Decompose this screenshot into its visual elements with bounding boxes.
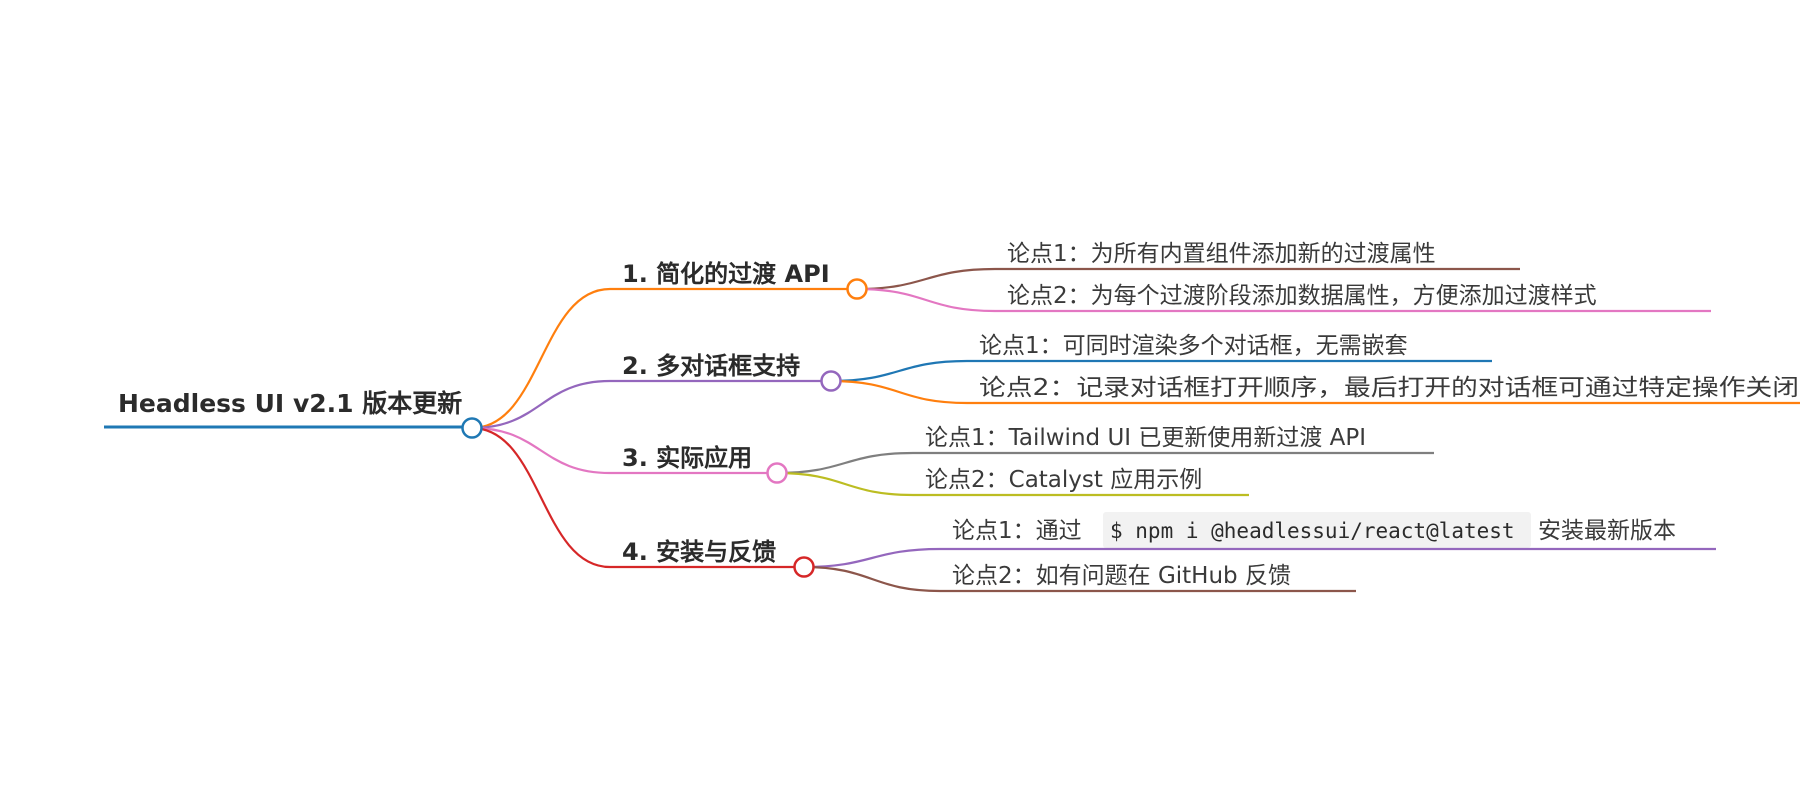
leaf-node[interactable]: 论点1：为所有内置组件添加新的过渡属性 [995, 241, 1520, 271]
branch-node-4[interactable]: 4. 安装与反馈 [610, 538, 804, 569]
branch-4-leaf-2-connector [803, 565, 941, 593]
inline-code-command: $ npm i @headlessui/react@latest [1110, 519, 1515, 543]
branch-4-leaf-2-text: 论点2：如有问题在 GitHub 反馈 [952, 563, 1291, 589]
branch-3-collapse-toggle[interactable] [766, 462, 788, 484]
root-node[interactable]: Headless UI v2.1 版本更新 [104, 389, 462, 429]
root-to-branch-2-connector [471, 379, 611, 430]
branch-1-leaf-2-text: 论点2：为每个过渡阶段添加数据属性，方便添加过渡样式 [1007, 283, 1597, 309]
leaf-node[interactable]: 论点2：记录对话框打开顺序，最后打开的对话框可通过特定操作关闭 [967, 375, 1800, 405]
leaf-node[interactable]: 论点1：Tailwind UI 已更新使用新过渡 API [913, 425, 1434, 455]
branch-1-leaf-2-connector [856, 287, 996, 313]
branch-2-collapse-toggle[interactable] [820, 370, 842, 392]
branch-1-leaf-1-text: 论点1：为所有内置组件添加新的过渡属性 [1007, 241, 1436, 267]
branch-node-3[interactable]: 3. 实际应用 [610, 444, 777, 475]
leaf-node[interactable]: 论点2：Catalyst 应用示例 [913, 467, 1249, 497]
branch-4-collapse-toggle[interactable] [793, 556, 815, 578]
inline-code-background [1103, 512, 1531, 548]
branch-3-leaf-2-text: 论点2：Catalyst 应用示例 [925, 467, 1202, 493]
leaf-node[interactable]: 论点1：可同时渲染多个对话框，无需嵌套 [967, 333, 1492, 363]
branch-4-leaf-1-suffix: 安装最新版本 [1538, 518, 1676, 544]
branch-3-leaf-2-connector [776, 471, 914, 497]
branch-3-leaf-1-text: 论点1：Tailwind UI 已更新使用新过渡 API [925, 425, 1366, 451]
branch-2-leaf-1-text: 论点1：可同时渲染多个对话框，无需嵌套 [979, 333, 1408, 359]
root-collapse-toggle[interactable] [461, 417, 483, 439]
root-title: Headless UI v2.1 版本更新 [118, 389, 462, 418]
branch-2-title: 2. 多对话框支持 [622, 352, 800, 380]
branch-4-leaf-1-connector [803, 547, 941, 569]
branch-1-collapse-toggle[interactable] [846, 278, 868, 300]
branch-4-title: 4. 安装与反馈 [622, 538, 776, 566]
branch-2-leaf-2-connector [830, 379, 968, 405]
branch-3-title: 3. 实际应用 [622, 444, 752, 472]
branch-4-leaf-1-prefix: 论点1：通过 [952, 518, 1082, 544]
branch-node-1[interactable]: 1. 简化的过渡 API [610, 260, 856, 291]
root-to-branch-1-connector [471, 287, 611, 430]
branch-3-leaf-1-connector [776, 451, 914, 475]
branch-2-leaf-1-connector [830, 359, 968, 383]
root-to-branch-4-connector [471, 426, 611, 569]
leaf-node[interactable]: 论点2：为每个过渡阶段添加数据属性，方便添加过渡样式 [995, 283, 1711, 313]
branch-2-leaf-2-text: 论点2：记录对话框打开顺序，最后打开的对话框可通过特定操作关闭 [979, 375, 1799, 401]
branch-1-leaf-1-connector [856, 267, 996, 291]
leaf-node[interactable]: 论点1：通过 $ npm i @headlessui/react@latest … [940, 512, 1716, 551]
leaf-node[interactable]: 论点2：如有问题在 GitHub 反馈 [940, 563, 1356, 593]
branch-node-2[interactable]: 2. 多对话框支持 [610, 352, 830, 383]
branch-1-title: 1. 简化的过渡 API [622, 260, 830, 288]
root-to-branch-3-connector [471, 426, 611, 475]
